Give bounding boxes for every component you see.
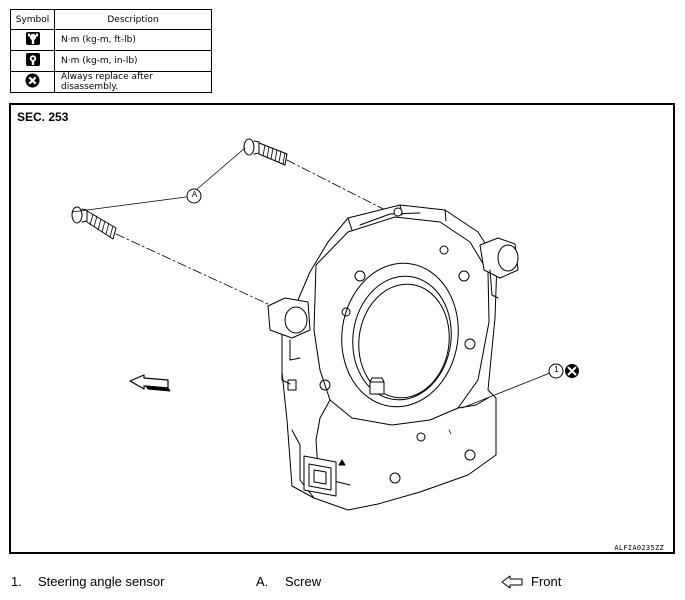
screw-lower bbox=[71, 206, 117, 240]
section-label: SEC. 253 bbox=[17, 110, 69, 124]
footer-item-a: A. Screw bbox=[256, 574, 321, 589]
callout-a-label: A bbox=[191, 190, 198, 199]
replace-x-icon bbox=[25, 73, 40, 88]
footer-item-number: A. bbox=[256, 574, 269, 589]
right-boss bbox=[479, 237, 519, 299]
torque-wrench-icon bbox=[25, 32, 40, 45]
connector bbox=[303, 455, 337, 497]
footer-item-1: 1. Steering angle sensor bbox=[11, 574, 164, 589]
torque-wrench-inlb-icon bbox=[25, 53, 40, 66]
front-arrow-icon bbox=[129, 374, 171, 392]
symbol-legend-table: Symbol Description N·m (kg-m, ft-lb) N·m… bbox=[10, 9, 212, 93]
footer-item-number: 1. bbox=[11, 574, 22, 589]
legend-description: Always replace after disassembly. bbox=[54, 71, 212, 93]
footer-item-front: Front bbox=[531, 574, 561, 589]
replace-x-icon bbox=[565, 364, 579, 378]
footer-item-label: Steering angle sensor bbox=[38, 574, 165, 589]
callout-1-label: 1 bbox=[554, 365, 559, 374]
footer-front-label: Front bbox=[531, 574, 562, 589]
left-boss bbox=[267, 297, 311, 391]
figure-code: ALFIA0235ZZ bbox=[614, 544, 664, 552]
footer-item-label: Screw bbox=[285, 574, 322, 589]
legend-row: Always replace after disassembly. bbox=[10, 71, 212, 93]
legend-header-row: Symbol Description bbox=[10, 9, 212, 30]
figure-frame bbox=[9, 103, 675, 554]
front-arrow-icon bbox=[501, 575, 523, 589]
screw-upper bbox=[243, 138, 288, 166]
